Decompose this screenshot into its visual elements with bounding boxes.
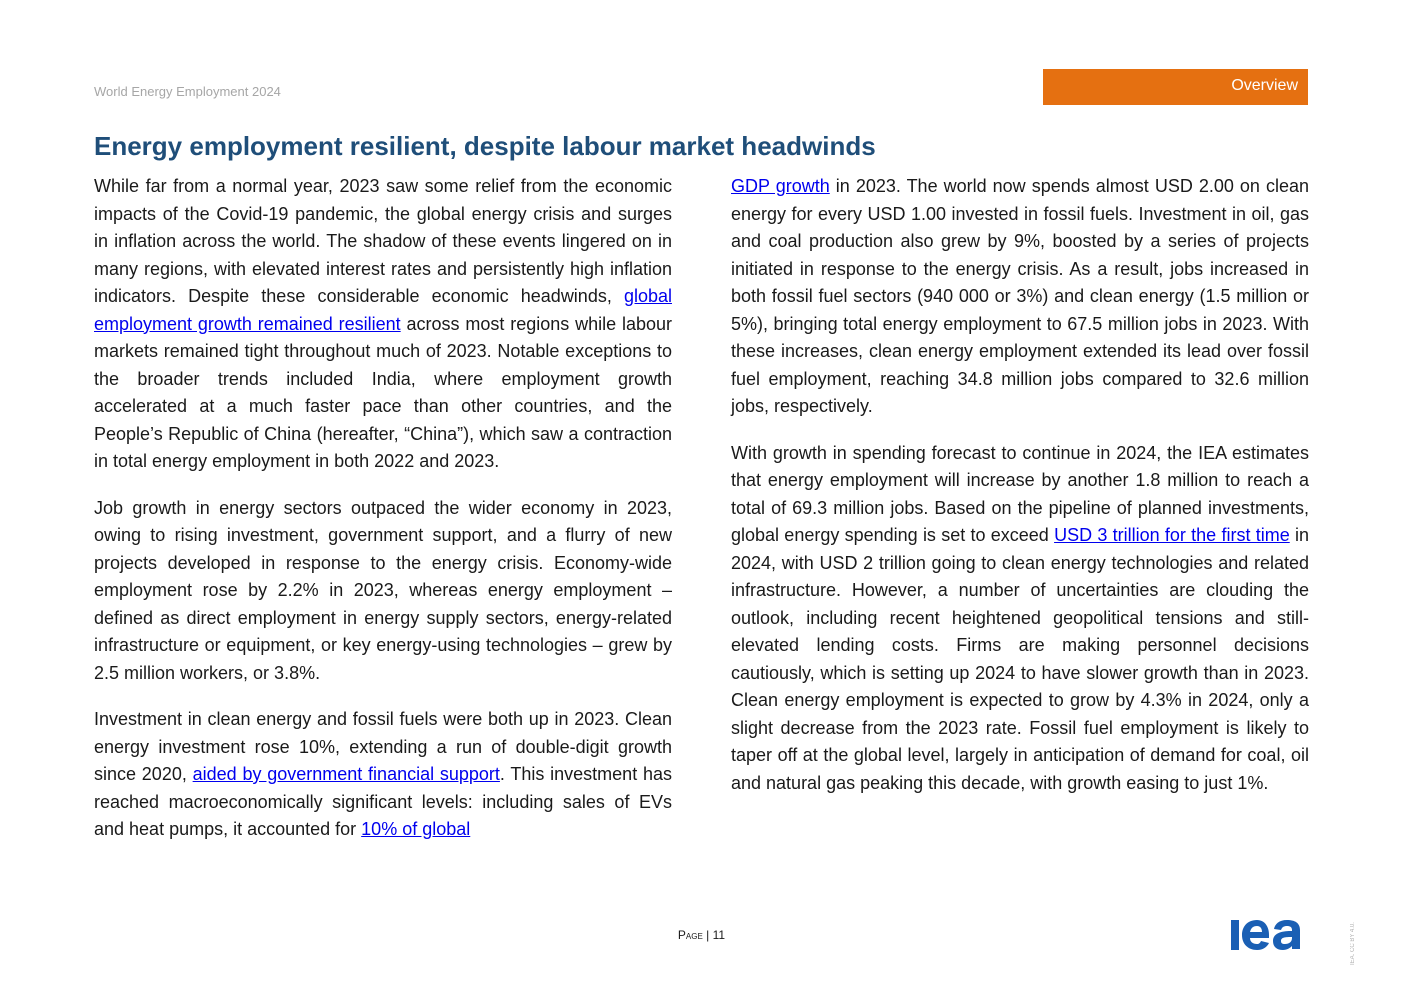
page-separator: | [706, 928, 710, 942]
text-span: Investment in clean energy and fossil fu… [94, 709, 672, 784]
link-global-employment-growth[interactable]: global employment growth remained resili… [94, 286, 672, 334]
text-span: in 2023. The world now spends almost USD… [731, 176, 1309, 416]
text-span: in 2024, with USD 2 trillion going to cl… [731, 525, 1310, 793]
text-span: While far from a normal year, 2023 saw s… [94, 176, 672, 306]
link-gdp-growth-part1[interactable]: 10% of global [361, 819, 471, 839]
license-notice: IEA. CC BY 4.0. [1350, 922, 1356, 965]
text-span: across most regions while labour markets… [94, 313, 672, 472]
page-number-value: 11 [712, 928, 726, 942]
link-usd-3-trillion[interactable]: USD 3 trillion for the first time [1054, 525, 1290, 545]
paragraph: GDP growth in 2023. The world now spends… [731, 173, 1309, 421]
right-column: GDP growth in 2023. The world now spends… [731, 173, 1309, 816]
left-column: While far from a normal year, 2023 saw s… [94, 173, 672, 863]
paragraph: Investment in clean energy and fossil fu… [94, 706, 672, 844]
page-title: Energy employment resilient, despite lab… [94, 131, 876, 161]
paragraph: Job growth in energy sectors outpaced th… [94, 497, 672, 683]
page-number: Page | 11 [0, 928, 1403, 942]
page-label: Page [677, 928, 703, 942]
text-span: . This investment has reached macroecono… [94, 764, 672, 839]
text-span: With growth in spending forecast to cont… [731, 442, 1309, 546]
link-government-financial-support[interactable]: aided by government financial support [192, 764, 500, 784]
link-gdp-growth-part2[interactable]: GDP growth [731, 176, 830, 196]
section-tab-overview: Overview [1043, 69, 1308, 105]
paragraph: With growth in spending forecast to cont… [731, 440, 1309, 798]
paragraph: While far from a normal year, 2023 saw s… [94, 173, 672, 476]
report-title: World Energy Employment 2024 [94, 84, 281, 99]
iea-logo-icon [1231, 920, 1300, 950]
